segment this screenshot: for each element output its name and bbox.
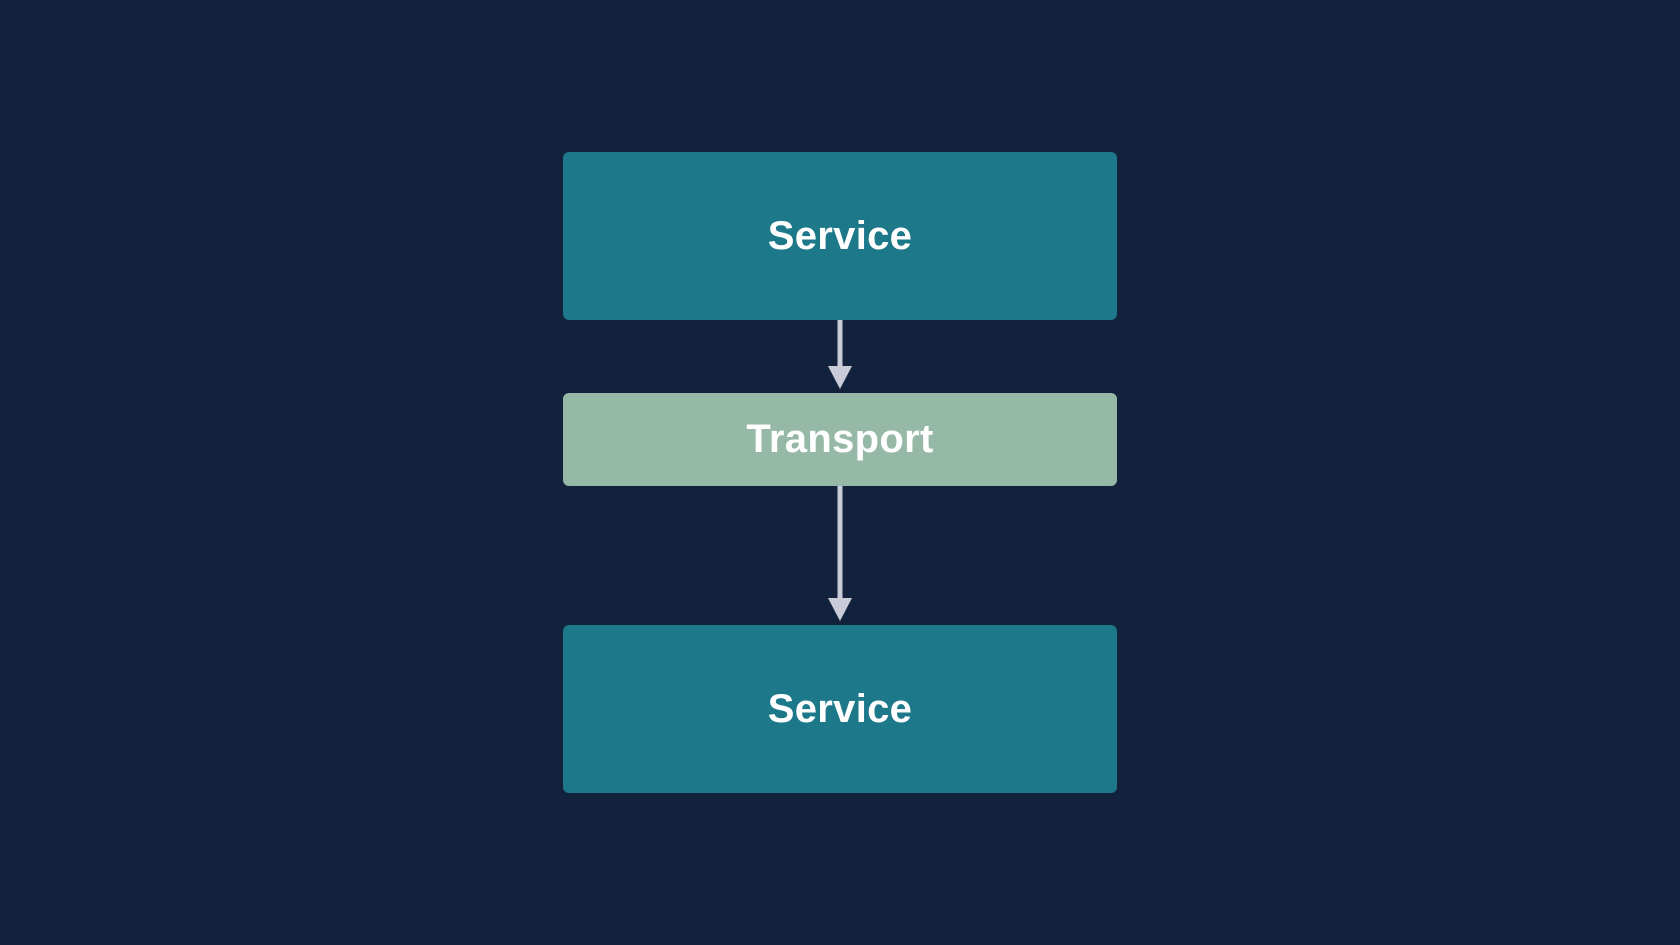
arrow-service-to-transport xyxy=(828,320,852,389)
transport-node-label: Transport xyxy=(746,417,934,461)
service-node-top-label: Service xyxy=(767,213,913,258)
arrow-transport-to-service xyxy=(828,486,852,621)
service-node-bottom: Service xyxy=(563,625,1117,793)
service-node-bottom-label: Service xyxy=(767,686,913,731)
transport-node: Transport xyxy=(563,393,1117,486)
arrow-head-top xyxy=(828,366,852,389)
arrow-head-bottom xyxy=(828,598,852,621)
service-node-top: Service xyxy=(563,152,1117,320)
